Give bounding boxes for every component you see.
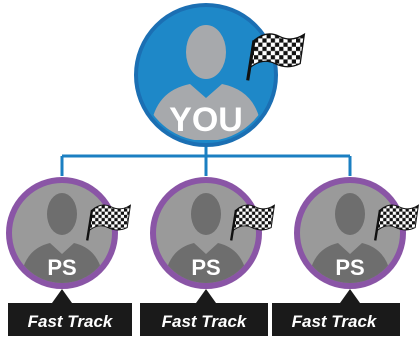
badge-label: Fast Track: [292, 312, 378, 331]
badge-pointer: [52, 289, 72, 303]
fast-track-badge-3: Fast Track: [272, 289, 400, 336]
person-silhouette-icon: [150, 25, 262, 140]
fast-track-badge-1: Fast Track: [8, 289, 132, 336]
person-silhouette-icon: [308, 193, 392, 283]
child-label: PS: [335, 255, 364, 280]
badge-box: [140, 303, 268, 336]
root-label: YOU: [169, 101, 243, 139]
fast-track-badge-2: Fast Track: [140, 289, 268, 336]
child-node-1: PS: [6, 177, 132, 289]
child-node-2: PS: [150, 177, 276, 289]
badge-label: Fast Track: [162, 312, 248, 331]
child-label: PS: [191, 255, 220, 280]
child-node-3: PS: [294, 177, 420, 289]
person-silhouette-icon: [20, 193, 104, 283]
connector-lines: [60, 137, 352, 176]
root-node: YOU: [134, 3, 306, 147]
person-silhouette-icon: [164, 193, 248, 283]
badge-box: [8, 303, 132, 336]
badge-label: Fast Track: [28, 312, 114, 331]
badge-pointer: [340, 289, 360, 303]
badge-pointer: [196, 289, 216, 303]
child-label: PS: [47, 255, 76, 280]
badge-box: [272, 303, 400, 336]
